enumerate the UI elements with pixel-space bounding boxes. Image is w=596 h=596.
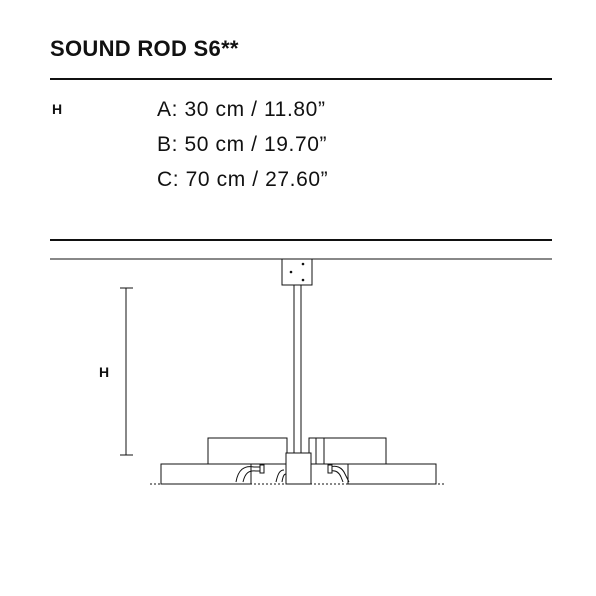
size-option-b: B: 50 cm / 19.70”: [157, 133, 328, 156]
height-dimension-marker: [120, 287, 133, 456]
section-divider: [50, 239, 552, 241]
upper-panel-left: [207, 437, 288, 465]
size-option-c: C: 70 cm / 27.60”: [157, 168, 329, 191]
size-option-a: A: 30 cm / 11.80”: [157, 98, 326, 121]
canopy-screw: [289, 270, 293, 274]
size-options-list: A: 30 cm / 11.80” B: 50 cm / 19.70” C: 7…: [157, 92, 328, 197]
central-hub: [285, 452, 312, 485]
suspension-rod: [293, 284, 302, 454]
canopy-screw: [301, 278, 305, 282]
lower-panel-right: [347, 463, 437, 485]
ceiling-canopy: [281, 258, 313, 286]
canopy-screw: [301, 262, 305, 266]
product-title: SOUND ROD S6**: [50, 36, 239, 61]
connector-arms: [235, 464, 350, 483]
height-dimension-label: H: [99, 364, 109, 380]
lower-panel-left: [160, 463, 252, 485]
dimension-label: H: [52, 101, 63, 117]
upper-panel-right: [308, 437, 387, 465]
header-divider: [50, 78, 552, 80]
